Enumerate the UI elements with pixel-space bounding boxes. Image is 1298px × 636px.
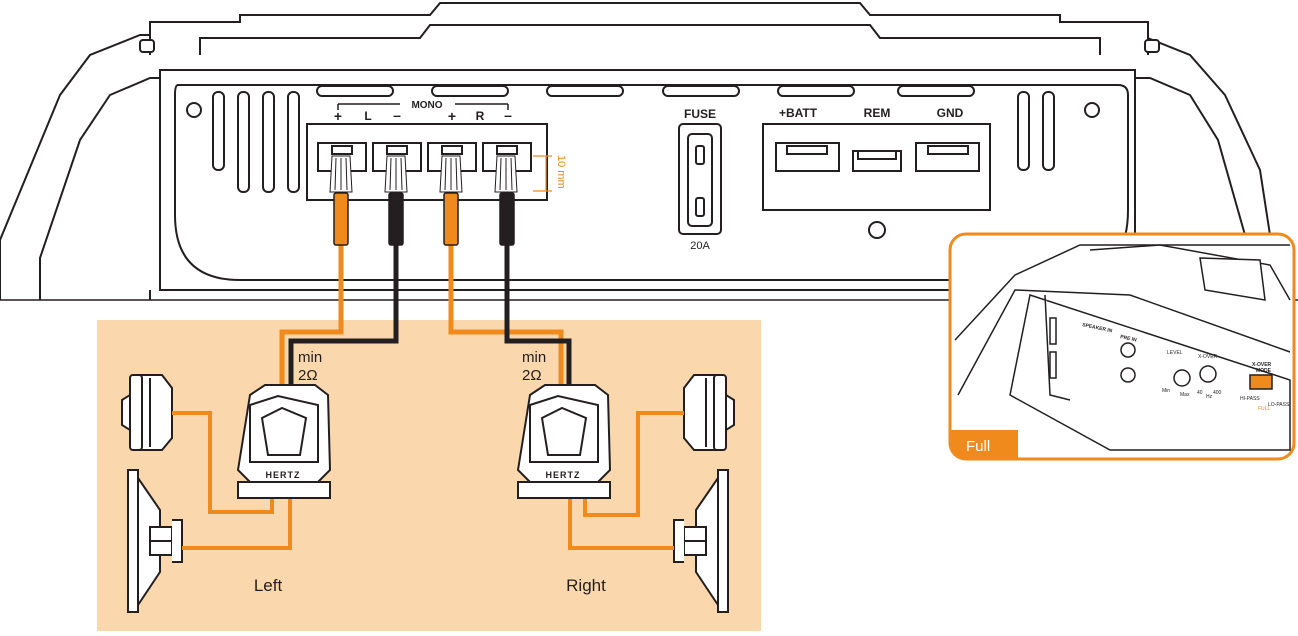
inset-level: LEVEL [1167,350,1183,356]
right-tweeter [683,374,735,451]
inset-full-small: FULL [1258,406,1270,412]
speaker-area-background [97,320,761,631]
inset-pre-in: PRE IN [1120,334,1138,343]
min-right-line2: 2Ω [522,367,542,384]
terminal-minus-right: – [504,107,512,123]
inset-mode-label: Full [966,438,990,455]
inset-hipass: HI-PASS [1240,396,1260,402]
rem-label: REM [864,106,891,120]
inset-level-min: Min [1162,388,1170,394]
inset-xover-mode-1: X-OVER [1252,362,1272,368]
terminal-plus-right: + [448,108,456,124]
inset-panel [948,232,1296,461]
channel-r-label: R [476,109,485,123]
left-label: Left [254,576,283,595]
mono-label: MONO [411,100,442,111]
right-woofer [673,469,729,613]
terminal-labels: MONO + L – + R – FUSE 20A +BATT REM GND [334,100,964,252]
right-crossover-brand: HERTZ [546,470,581,480]
left-crossover-brand: HERTZ [266,470,301,480]
wiring-labels: min 2Ω min 2Ω HERTZ HERTZ Left Right [254,349,606,595]
inset-lopass: LO-PASS [1268,402,1290,408]
inset-hz: Hz [1206,394,1213,400]
inset-xover: X-OVER [1198,354,1218,360]
strip-length-bracket [533,155,552,192]
fuse-label: FUSE [684,107,716,121]
left-crossover [236,384,332,499]
min-left-line2: 2Ω [298,367,318,384]
gnd-label: GND [937,106,964,120]
fuse-holder [678,123,722,235]
amp-wires [279,240,572,392]
wire-strip-label: 10 mm [555,155,567,189]
min-left-line1: min [298,349,322,366]
batt-label: +BATT [779,106,818,120]
power-terminal-block [762,123,991,211]
wire-sleeves [333,192,515,246]
left-woofer [127,469,183,613]
speaker-wires [172,411,684,550]
speaker-terminal-block [306,103,552,201]
vent-slots [139,39,1160,239]
right-crossover [516,384,612,499]
left-tweeter [121,374,173,451]
right-label: Right [566,576,606,595]
mode-badge [950,430,1018,459]
terminal-minus-left: – [393,107,401,123]
fuse-rating: 20A [690,240,710,252]
min-right-line1: min [522,349,546,366]
inset-xover-mode-2: MODE [1256,368,1272,374]
channel-l-label: L [364,109,371,123]
terminal-plus-left: + [334,108,342,124]
inset-hz-low: 40 [1197,390,1203,396]
inset-hz-high: 400 [1213,390,1222,396]
inset-level-max: Max [1180,392,1190,398]
